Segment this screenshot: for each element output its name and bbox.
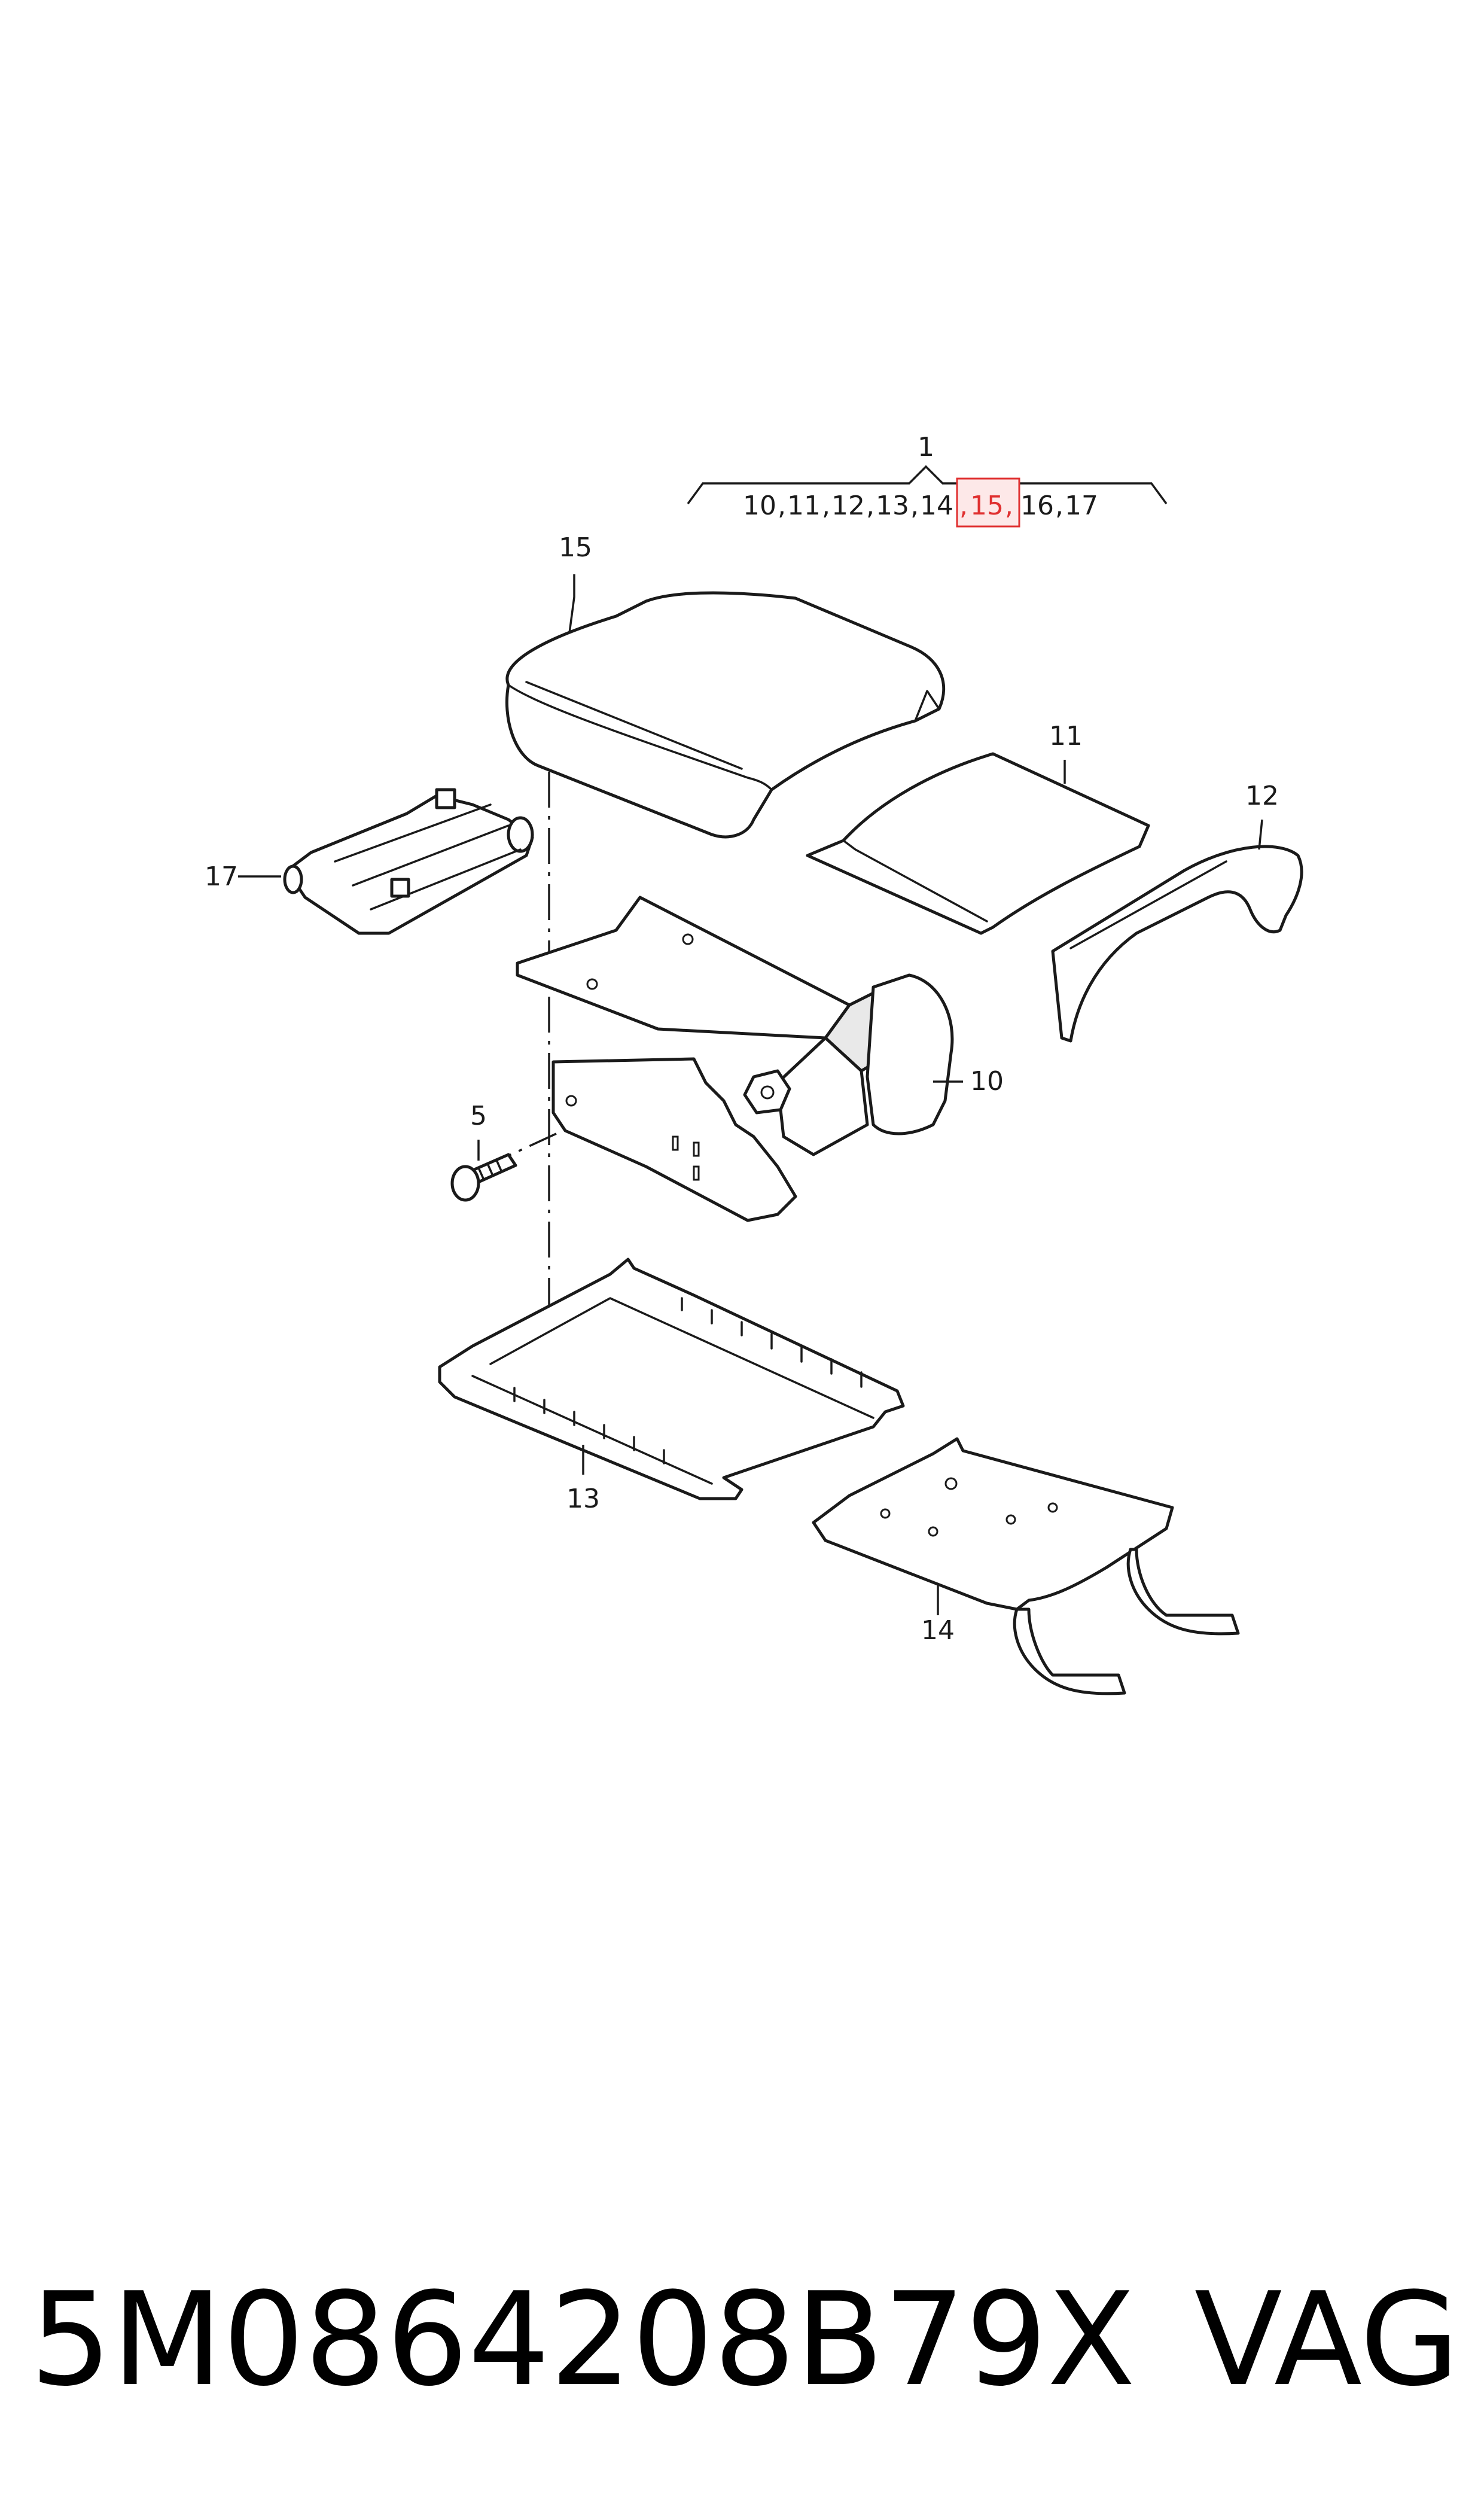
brand-label: VAG	[1194, 2264, 1459, 2415]
svg-text:,: ,	[822, 491, 830, 521]
bracket-hole-3	[1005, 1514, 1016, 1525]
trim-ridge	[1069, 860, 1227, 949]
bracket-hole-1	[944, 1477, 958, 1490]
svg-text:,: ,	[959, 491, 968, 521]
group-item-10: 10	[743, 491, 776, 521]
plate-inner-edge	[471, 1297, 874, 1485]
lid-edge	[507, 684, 773, 791]
part-5-screw[interactable]: 5	[450, 1101, 517, 1202]
hinge-pin-left	[283, 864, 303, 894]
hinge-block-b	[390, 878, 410, 898]
callout-17: 17	[205, 861, 238, 892]
lid-notch	[914, 690, 940, 722]
callout-14: 14	[921, 1615, 955, 1646]
frame-hole-1	[682, 933, 694, 945]
part-13-base-plate[interactable]: 13	[438, 1258, 905, 1514]
group-item-12: 12	[831, 491, 865, 521]
frame-slot-2	[693, 1141, 700, 1157]
part-10-frame[interactable]: 10	[516, 896, 1004, 1222]
plate-body	[438, 1258, 905, 1500]
frame-end-cap	[866, 973, 954, 1135]
part-14-mounting-bracket[interactable]: 14	[812, 1437, 1240, 1695]
part-15-armrest-lid[interactable]: 15	[505, 532, 946, 839]
svg-text:,: ,	[1005, 491, 1013, 521]
screw-thread	[477, 1159, 502, 1180]
part-number: 5M0864208B79X	[30, 2264, 1136, 2415]
screw-head	[450, 1165, 480, 1202]
plate-tabs	[513, 1297, 863, 1464]
leader-12	[1258, 819, 1263, 850]
part-17-hinge[interactable]: 17	[205, 788, 534, 935]
bracket-hole-2	[928, 1526, 938, 1537]
group-item-17: 17	[1065, 491, 1098, 521]
footer: 5M0864208B79X VAG	[30, 2261, 1459, 2417]
frame-top-plate	[516, 896, 851, 1040]
part-11-lid-cover[interactable]: 11	[806, 721, 1150, 935]
cover-edge	[842, 839, 988, 922]
svg-text:,: ,	[778, 491, 786, 521]
frame-hole-3	[565, 1095, 577, 1107]
highlight-box	[956, 477, 1020, 528]
callout-5: 5	[470, 1101, 487, 1131]
bracket-hole-5	[880, 1508, 891, 1519]
bracket-leg-front	[1013, 1607, 1126, 1695]
svg-text:,: ,	[1055, 491, 1064, 521]
part-12-side-trim[interactable]: 12	[1051, 781, 1303, 1043]
leader-15	[568, 574, 575, 634]
lid-crease	[525, 681, 743, 770]
group-item-15-highlighted[interactable]: 15	[970, 491, 1004, 521]
hinge-block-a	[435, 788, 456, 809]
callout-10: 10	[970, 1066, 1004, 1097]
hinge-pin-right	[507, 816, 534, 853]
frame-hole-2	[586, 978, 598, 990]
svg-text:,: ,	[866, 491, 874, 521]
group-bracket	[687, 465, 1168, 505]
frame-nut-hole	[760, 1085, 775, 1100]
group-item-14: 14	[920, 491, 953, 521]
group-items-row: 10 , 11 , 12 , 13 , 14 , 15 , 16 , 17	[743, 477, 1098, 528]
bracket-plate	[812, 1437, 1174, 1611]
cover-body	[806, 752, 1150, 935]
group-callout: 1 10 , 11 , 12 , 13 , 14 , 15 , 16 , 17	[687, 432, 1168, 528]
bracket-leg-rear	[1126, 1548, 1240, 1636]
frame-slot-3	[693, 1165, 700, 1181]
svg-text:,: ,	[910, 491, 919, 521]
group-item-11: 11	[787, 491, 821, 521]
group-item-16: 16	[1020, 491, 1054, 521]
callout-11: 11	[1049, 721, 1083, 751]
lid-body	[505, 591, 946, 839]
callout-13: 13	[566, 1484, 600, 1514]
callout-15: 15	[559, 532, 592, 563]
group-main-label: 1	[918, 432, 934, 462]
hinge-detail	[334, 803, 522, 911]
callout-12: 12	[1245, 781, 1279, 811]
bracket-hole-4	[1047, 1502, 1058, 1513]
frame-slot-1	[672, 1135, 679, 1151]
group-item-13: 13	[876, 491, 909, 521]
trim-body	[1051, 845, 1303, 1043]
